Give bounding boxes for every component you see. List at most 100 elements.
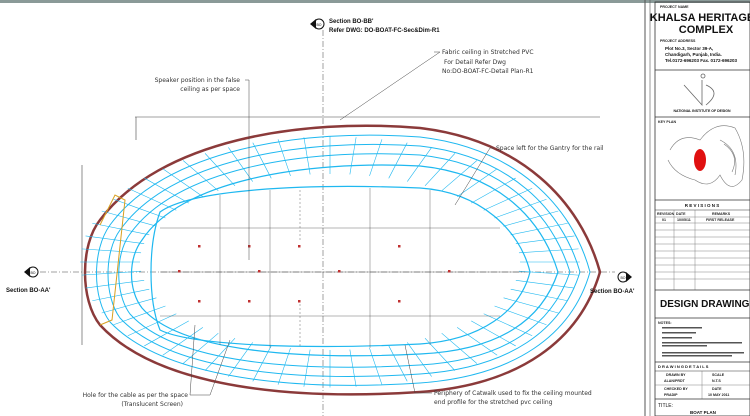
grid-line xyxy=(407,147,432,182)
svg-text:ALAN/PRDT: ALAN/PRDT xyxy=(664,379,686,383)
svg-text:end profile for the stretched: end profile for the stretched pvc ceilin… xyxy=(434,399,553,406)
note-gantry: Space left for the Gantry for the rail xyxy=(454,145,604,206)
boat-ceiling-plan xyxy=(40,30,615,416)
svg-text:BO: BO xyxy=(620,276,625,280)
project-name: KHALSA HERITAGE xyxy=(650,12,750,24)
svg-text:REMARKS: REMARKS xyxy=(712,212,731,216)
svg-text:COMPLEX: COMPLEX xyxy=(679,24,734,36)
key-plan xyxy=(667,125,745,187)
section-marker-left[interactable]: BO Section BO-AA' xyxy=(6,266,51,294)
svg-text:10 MAY 2011: 10 MAY 2011 xyxy=(708,393,729,397)
svg-text:REVISION: REVISION xyxy=(657,212,675,216)
svg-text:Tel.0172-696203 Fax. 0172-6962: Tel.0172-696203 Fax. 0172-696203 xyxy=(665,58,737,63)
grid-line xyxy=(127,187,177,211)
grid-line xyxy=(162,327,204,356)
grid-line xyxy=(407,342,432,377)
grid-line xyxy=(424,338,456,371)
revision-date: 10/05/11 xyxy=(677,218,691,222)
grid-line xyxy=(303,349,311,387)
grid-line xyxy=(113,198,166,219)
svg-text:KEY PLAN: KEY PLAN xyxy=(658,120,677,124)
grid-line xyxy=(101,297,157,314)
section-marker-top[interactable]: BO Section BO-BB' Refer DWG: DO-BOAT-FC-… xyxy=(310,18,440,34)
svg-text:N.T.S: N.T.S xyxy=(712,379,721,383)
grid-line xyxy=(503,210,559,227)
speaker-points xyxy=(178,245,451,303)
hull-outline xyxy=(83,124,602,396)
grid-line xyxy=(471,320,516,347)
grid-line xyxy=(494,305,547,326)
svg-text:SCALE: SCALE xyxy=(712,373,725,377)
grid-line xyxy=(252,345,272,382)
svg-text:BO: BO xyxy=(316,23,321,27)
grid-line xyxy=(204,153,236,186)
fabric-ceiling-area xyxy=(150,185,531,348)
drawing-title: BOAT PLAN xyxy=(690,410,716,415)
grid-line xyxy=(471,177,516,204)
grid-line xyxy=(388,345,408,382)
section-top-title: Section BO-BB' xyxy=(329,19,374,25)
svg-text:Speaker position in the false: Speaker position in the false xyxy=(155,77,241,84)
grid-line xyxy=(456,168,498,197)
grid-line xyxy=(204,338,236,371)
grid-line xyxy=(162,168,204,197)
grid-line xyxy=(113,305,166,326)
revision-remarks: FIRST RELEASE xyxy=(706,218,735,222)
grid-line xyxy=(303,137,311,175)
notes-lines xyxy=(662,327,744,357)
svg-text:Plot No.3, Sector 39-A,: Plot No.3, Sector 39-A, xyxy=(665,46,713,51)
revision-number: 01 xyxy=(662,218,666,222)
svg-text:R E V I S I O N S: R E V I S I O N S xyxy=(685,203,720,208)
grid-line xyxy=(182,332,219,364)
svg-text:Periphery of Catwalk used to f: Periphery of Catwalk used to fix the cei… xyxy=(434,390,592,397)
svg-text:CHECKED BY: CHECKED BY xyxy=(664,387,688,391)
revision-table-grid xyxy=(655,210,750,290)
grid-line xyxy=(92,222,150,236)
top-border xyxy=(0,0,750,3)
note-cable-hole: Hole for the cable as per the space (Tra… xyxy=(83,324,231,408)
grid-line xyxy=(483,313,533,337)
svg-text:TITLE:: TITLE: xyxy=(658,403,673,409)
grid-line xyxy=(515,235,575,245)
grid-line xyxy=(369,139,383,177)
svg-text:PRADIP: PRADIP xyxy=(664,393,678,397)
catwalk-grid xyxy=(80,136,580,388)
section-marker-right[interactable]: BO Section BO-AA' xyxy=(590,271,635,295)
svg-text:Hole for the cable as per the: Hole for the cable as per the space xyxy=(83,392,189,399)
grid-line xyxy=(81,270,142,276)
grid-line xyxy=(144,320,189,347)
grid-line xyxy=(424,153,456,186)
note-periphery: Periphery of Catwalk used to fix the cei… xyxy=(404,344,592,406)
note-speaker: Speaker position in the false ceiling as… xyxy=(155,77,250,260)
grid-line xyxy=(518,270,579,276)
svg-text:D R A W I N G D E T A I L S: D R A W I N G D E T A I L S xyxy=(658,364,709,369)
svg-text:PROJECT ADDRESS: PROJECT ADDRESS xyxy=(660,39,696,43)
grid-line xyxy=(101,210,157,227)
grid-line xyxy=(349,349,357,387)
grid-line xyxy=(456,327,498,356)
svg-text:NOTES:: NOTES: xyxy=(658,321,672,325)
section-top-refer: Refer DWG: DO-BOAT-FC-Sec&Dim-R1 xyxy=(329,28,440,34)
svg-text:NATIONAL INSTITUTE OF DESIGN: NATIONAL INSTITUTE OF DESIGN xyxy=(673,109,731,113)
svg-text:DATE: DATE xyxy=(676,212,686,216)
grid-line xyxy=(182,160,219,192)
grid-line xyxy=(349,137,357,175)
design-drawings-heading: DESIGN DRAWINGS xyxy=(660,299,750,310)
grid-line xyxy=(518,248,579,254)
section-left-label: Section BO-AA' xyxy=(6,288,51,294)
title-block: PROJECT NAME KHALSA HERITAGE COMPLEX PRO… xyxy=(650,1,750,416)
grid-line xyxy=(483,187,533,211)
grid-line xyxy=(85,279,145,289)
grid-line xyxy=(144,177,189,204)
panel-grid xyxy=(160,188,525,348)
grid-line xyxy=(228,342,253,377)
grid-line xyxy=(85,235,145,245)
section-right-label: Section BO-AA' xyxy=(590,289,635,295)
grid-line xyxy=(441,332,478,364)
grid-line xyxy=(277,139,291,177)
svg-text:PROJECT NAME: PROJECT NAME xyxy=(660,5,689,9)
grid-line xyxy=(494,198,547,219)
grid-line xyxy=(228,147,253,182)
key-plan-highlight xyxy=(694,149,706,171)
